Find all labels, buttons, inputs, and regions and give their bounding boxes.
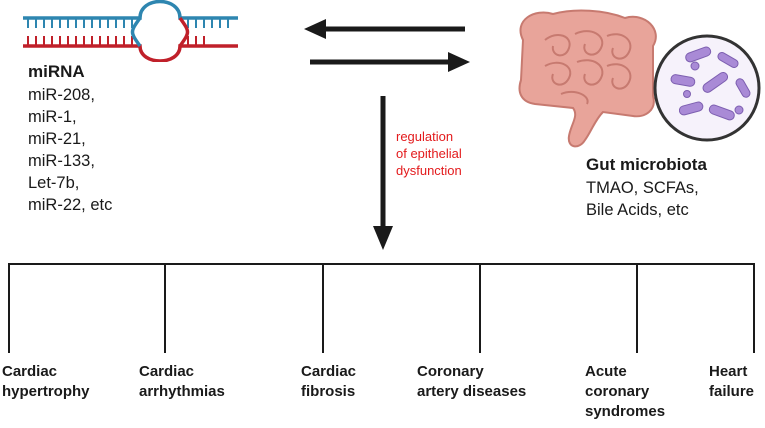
outcome-line: Cardiac [139,363,195,380]
outcome-line: Cardiac [301,363,357,380]
outcome-cardiac-hypertrophy: Cardiac hypertrophy [2,362,90,402]
mirna-hairpin-icon [23,0,238,62]
outcome-line: failure [709,383,755,400]
regulation-line: regulation [396,129,454,144]
mirna-item: miR-22, etc [28,196,113,214]
outcome-line: coronary [585,383,650,400]
regulation-line: of epithelial [396,146,462,161]
outcome-line: Heart [709,363,748,380]
downward-arrow [373,96,393,250]
gut-microbiota-title: Gut microbiota [586,155,707,174]
outcome-line: fibrosis [301,383,356,400]
outcome-cardiac-arrhythmias: Cardiac arrhythmias [139,362,225,402]
outcome-cardiac-fibrosis: Cardiac fibrosis [301,362,356,402]
outcome-coronary-artery-diseases: Coronary artery diseases [417,362,526,402]
outcome-line: Coronary [417,363,484,380]
outcome-heart-failure: Heart failure [709,362,754,402]
mirna-item: miR-133, [28,152,95,170]
regulation-line: dysfunction [396,163,462,178]
outcome-line: artery diseases [417,383,527,400]
mirna-item: Let-7b, [28,174,80,192]
outcome-line: arrhythmias [139,383,225,400]
outcome-bracket [8,263,755,353]
arrow-to-mirna-head [304,19,326,39]
outcome-line: Acute [585,363,627,380]
gut-microbiota-list: TMAO, SCFAs, Bile Acids, etc [586,177,699,221]
mirna-item: miR-1, [28,108,77,126]
outcome-acute-coronary-syndromes: Acute coronary syndromes [585,362,665,422]
gut-item: Bile Acids, etc [586,201,689,219]
mirna-list: miR-208, miR-1, miR-21, miR-133, Let-7b,… [28,84,112,216]
regulation-label: regulation of epithelial dysfunction [396,128,462,179]
gut-item: TMAO, SCFAs, [586,179,699,197]
mirna-item: miR-208, [28,86,95,104]
outcome-line: hypertrophy [2,383,90,400]
outcome-line: syndromes [585,403,666,420]
outcome-line: Cardiac [2,363,58,380]
mirna-item: miR-21, [28,130,86,148]
gut-microbiota-icon [518,9,761,148]
mirna-title: miRNA [28,62,85,81]
arrow-to-gut-head [448,52,470,72]
bidirectional-arrows [304,19,470,72]
